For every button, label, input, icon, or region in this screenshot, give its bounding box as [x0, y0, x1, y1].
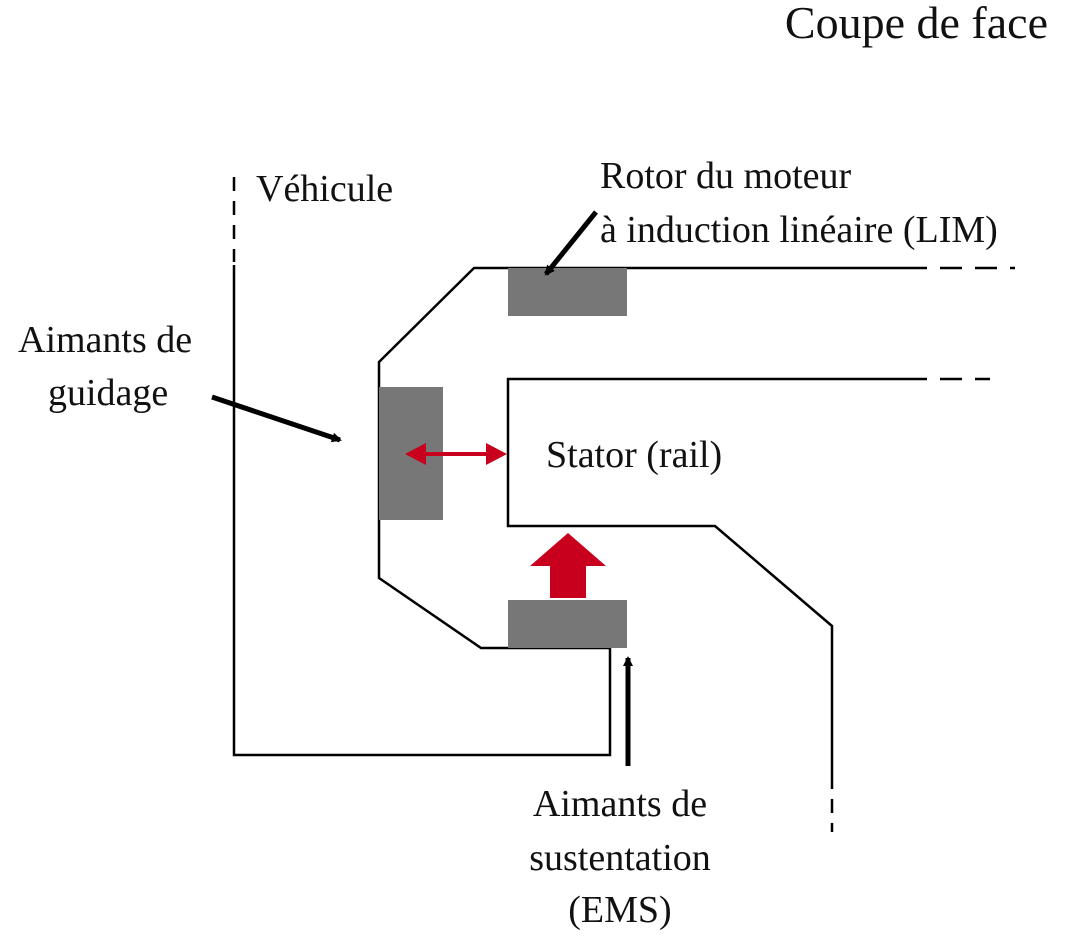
vehicle-outline: [232, 265, 905, 757]
stator-outline: [506, 377, 905, 775]
label-stator: Stator (rail): [546, 434, 722, 476]
vehicle-body: [232, 177, 1015, 757]
guidance-force-arrow: [405, 443, 507, 465]
label-sustentation-line1: Aimants de: [533, 783, 707, 825]
label-rotor-line1: Rotor du moteur: [600, 155, 852, 197]
diagram-title: Coupe de face: [785, 0, 1048, 48]
levitation-magnet: [508, 600, 627, 648]
label-guidage-line1: Aimants de: [18, 319, 192, 361]
stator-rail: [506, 377, 990, 832]
guidance-pointer-arrow: [211, 394, 342, 443]
label-guidage-line2: guidage: [48, 372, 168, 414]
label-sustentation-line3: (EMS): [568, 889, 671, 931]
rotor-pointer-arrow: [544, 210, 598, 276]
lim-rotor-magnet: [508, 268, 627, 316]
label-vehicule: Véhicule: [256, 168, 393, 210]
label-rotor-line2: à induction linéaire (LIM): [600, 209, 998, 251]
levitation-force-arrow: [530, 533, 606, 598]
label-sustentation-line2: sustentation: [529, 837, 711, 879]
